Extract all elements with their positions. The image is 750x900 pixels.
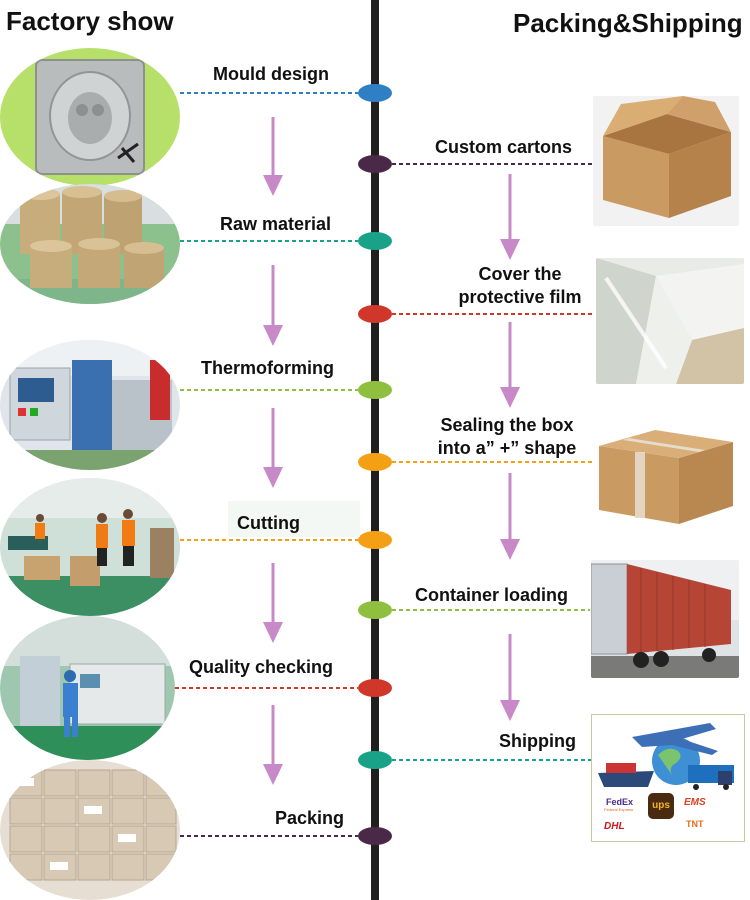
dhl-logo: DHL xyxy=(604,821,625,832)
step-label-cutting: Cutting xyxy=(237,513,300,533)
film-roll-photo xyxy=(0,184,180,304)
cleanroom-photo xyxy=(0,616,175,760)
ems-logo: EMS xyxy=(684,797,706,808)
flow-arrow xyxy=(500,174,520,260)
flow-arrow xyxy=(500,322,520,408)
step-label-custom-cartons: Custom cartons xyxy=(435,137,573,157)
label-line: Sealing the box xyxy=(440,415,574,435)
carton-photo xyxy=(593,96,739,226)
logistics-photo: FedEx Federal Express ups EMS DHL TNT xyxy=(591,714,745,842)
packing-shipping-heading: Packing&Shipping xyxy=(513,8,743,38)
timeline-dot-quality-checking xyxy=(358,679,392,697)
flow-arrow xyxy=(263,563,283,643)
label-line: protective film xyxy=(458,287,582,307)
flow-arrow xyxy=(500,473,520,560)
machine-photo xyxy=(0,340,180,470)
truck-photo xyxy=(591,560,739,678)
timeline-dot-protective-film xyxy=(358,305,392,323)
timeline-dot-raw-material xyxy=(358,232,392,250)
ups-logo: ups xyxy=(648,793,674,819)
sealed-box-photo xyxy=(593,406,739,528)
step-label-raw-material: Raw material xyxy=(220,214,332,234)
timeline-dot-thermoforming xyxy=(358,381,392,399)
flow-arrow xyxy=(263,705,283,785)
timeline-dot-custom-cartons xyxy=(358,155,392,173)
timeline-dot-shipping xyxy=(358,751,392,769)
tnt-logo: TNT xyxy=(686,819,704,829)
cutting-label-background xyxy=(228,501,360,537)
timeline-dot-cutting xyxy=(358,531,392,549)
flow-arrow xyxy=(500,634,520,721)
factory-show-heading: Factory show xyxy=(6,6,174,36)
step-label-mould-design: Mould design xyxy=(213,64,329,84)
timeline-spine xyxy=(371,0,379,900)
step-label-protective-film: Cover the protective film xyxy=(440,263,600,309)
label-line: Cover the xyxy=(478,264,562,284)
flow-arrow xyxy=(263,117,283,196)
flow-arrow xyxy=(263,265,283,346)
workers-photo xyxy=(0,478,180,616)
timeline-dot-mould-design xyxy=(358,84,392,102)
step-label-shipping: Shipping xyxy=(499,731,576,751)
fedex-logo-subtext: Federal Express xyxy=(604,807,634,812)
fedex-logo: FedEx xyxy=(606,797,634,807)
step-label-packing: Packing xyxy=(275,808,345,828)
step-label-container-loading: Container loading xyxy=(415,585,568,605)
timeline-dot-packing xyxy=(358,827,392,845)
label-line: into a” +” shape xyxy=(437,438,577,458)
flow-arrow xyxy=(263,408,283,488)
boxes-photo xyxy=(0,760,180,900)
timeline-dot-container-loading xyxy=(358,601,392,619)
mould-photo xyxy=(0,48,180,186)
timeline-dot-sealing-box xyxy=(358,453,392,471)
step-label-thermoforming: Thermoforming xyxy=(201,358,334,378)
film-photo xyxy=(596,258,744,384)
step-label-sealing-box: Sealing the box into a” +” shape xyxy=(422,414,592,460)
step-label-quality-checking: Quality checking xyxy=(189,657,334,677)
